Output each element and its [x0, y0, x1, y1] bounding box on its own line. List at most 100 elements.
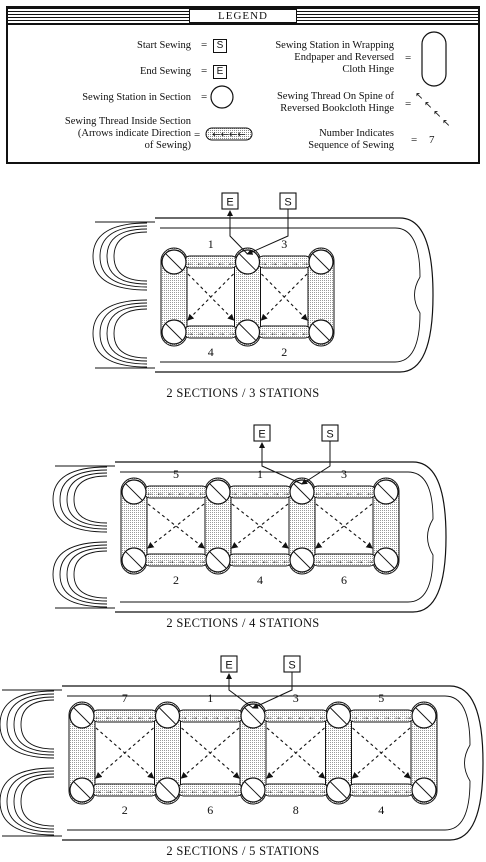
station-thread [209, 551, 227, 569]
section-fold [59, 469, 108, 530]
thread-arrow: → [211, 712, 220, 722]
thread-arrow: → [156, 556, 165, 566]
section-fold [20, 699, 55, 750]
legend-wrap-line3: Cloth Hinge [342, 64, 394, 75]
station-circle-icon [210, 85, 234, 109]
thread-arrow: ← [156, 488, 165, 498]
legend-thread-line3: of Sewing) [144, 140, 191, 151]
thread-arrow: → [301, 258, 310, 268]
thread-arrow: → [227, 328, 236, 338]
legend-seq-line2: Sequence of Sewing [308, 140, 394, 151]
spine-thread [187, 273, 234, 321]
sequence-number: 7 [122, 691, 128, 705]
end-box-label: E [258, 429, 265, 441]
thread-arrow: → [136, 786, 145, 796]
section-fold [92, 299, 148, 368]
station-thread [159, 707, 176, 725]
legend-wrap-line1: Sewing Station in Wrapping [275, 40, 394, 51]
thread-arrow: ← [147, 712, 156, 722]
section-fold [13, 773, 55, 830]
thread-arrow: → [126, 786, 135, 796]
thread-arrow: → [355, 556, 364, 566]
end-thread [259, 442, 303, 485]
thread-arrow: → [366, 556, 375, 566]
legend-equals: = [411, 134, 418, 146]
hinge-outline [120, 471, 434, 603]
thread-arrow: ← [286, 712, 295, 722]
wrapping-station [239, 701, 267, 805]
end-box [220, 655, 238, 673]
section-fold [106, 305, 148, 362]
thread-arrow: ← [104, 712, 113, 722]
station-thread [312, 323, 330, 341]
section-fold [92, 222, 148, 291]
thread-arrow: → [382, 712, 391, 722]
section-fold [113, 308, 148, 359]
legend-spine-line1: Sewing Thread On Spine of [276, 91, 394, 102]
thread-arrow: → [217, 328, 226, 338]
start-thread [252, 672, 293, 709]
station-thread [159, 781, 176, 799]
station-thread [312, 253, 330, 271]
thread-arrow: → [318, 786, 327, 796]
thread-arrow: ← [177, 488, 186, 498]
station-thread [330, 707, 347, 725]
section-fold [0, 767, 55, 836]
legend-end-label: End Sewing [139, 66, 191, 77]
svg-text:←←←←: ←←←← [212, 130, 246, 141]
thread-arrow: → [206, 328, 215, 338]
station-thread [125, 551, 143, 569]
station-thread [165, 253, 183, 271]
thread-arrow: ← [366, 488, 375, 498]
thread-arrow: ← [227, 258, 236, 268]
thread-pill-icon: ←←←← [205, 127, 253, 141]
sequence-number: 4 [257, 573, 263, 587]
thread-arrow: ← [198, 488, 207, 498]
station-thread [209, 483, 227, 501]
thread-arrow: ← [222, 786, 231, 796]
section-fold [6, 770, 55, 833]
thread-arrow: → [147, 786, 156, 796]
thread-arrow: → [230, 488, 239, 498]
thread-arrow: → [233, 712, 242, 722]
thread-arrow: ← [404, 786, 413, 796]
thread-arrow: → [104, 786, 113, 796]
thread-arrow: ← [196, 258, 205, 268]
thread-arrow: ← [250, 556, 259, 566]
legend-title: LEGEND [189, 9, 297, 23]
end-box [253, 424, 271, 442]
section-fold [99, 302, 148, 365]
thread-arrow: ← [187, 488, 196, 498]
book-cover-outline [115, 461, 447, 613]
station-thread [293, 483, 311, 501]
thread-arrow: → [94, 786, 103, 796]
thread-arrow: → [286, 786, 295, 796]
thread-arrow: ← [282, 556, 291, 566]
station-thread [125, 483, 143, 501]
legend-equals: = [405, 98, 412, 110]
thread-arrow: ← [275, 712, 284, 722]
thread-arrow: → [371, 712, 380, 722]
section-fold [73, 475, 108, 524]
sequence-number: 2 [122, 803, 128, 817]
legend-sequence-number: 7 [429, 134, 435, 146]
svg-text:↖: ↖ [433, 109, 441, 120]
thread-arrow: → [271, 488, 280, 498]
thread-arrow: → [179, 712, 188, 722]
thread-arrow: ← [200, 786, 209, 796]
thread-arrow: ← [136, 712, 145, 722]
sequence-number: 4 [208, 345, 214, 359]
thread-arrow: → [240, 488, 249, 498]
section-fold [52, 466, 108, 533]
start-box-icon: S [213, 39, 227, 53]
thread-arrow: → [196, 328, 205, 338]
legend-thread-line1: Sewing Thread Inside Section [64, 116, 191, 127]
thread-arrow: ← [371, 786, 380, 796]
sequence-number: 5 [378, 691, 384, 705]
legend-spine-line2: Reversed Bookcloth Hinge [280, 103, 394, 114]
wrapping-station-icon [421, 31, 447, 87]
sequence-number: 3 [341, 467, 347, 481]
